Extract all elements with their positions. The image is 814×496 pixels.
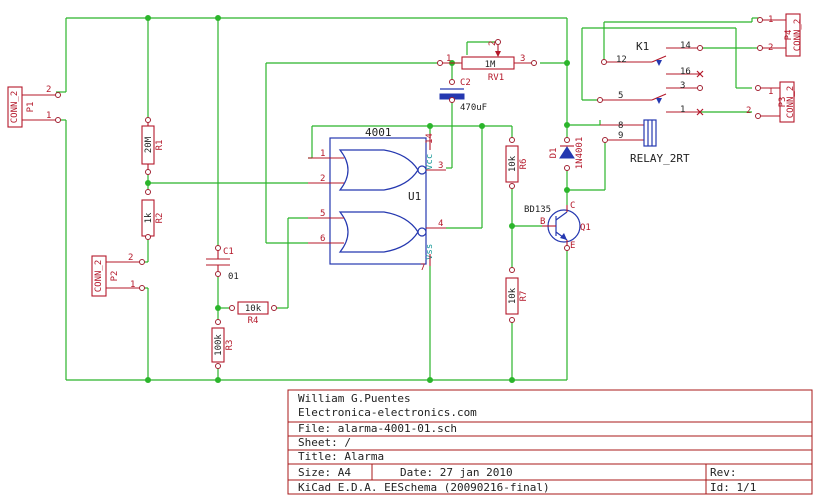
potentiometer-rv1-pin2: 2 [488, 41, 498, 46]
ic-u1-ref: U1 [408, 190, 421, 203]
diode-d1-value: 1N4001 [575, 137, 585, 170]
transistor-q1-c-label: C [570, 201, 575, 211]
relay-k1-pin5: 5 [618, 91, 623, 101]
connector-p4: P4 CONN_2 1 2 [757, 13, 803, 57]
transistor-q1-ref: Q1 [580, 223, 591, 233]
transistor-q1-e-label: E [570, 241, 575, 251]
connector-p4-pin2: 2 [768, 43, 773, 53]
potentiometer-rv1-pin1: 1 [446, 54, 451, 64]
connector-p3-pin2: 2 [746, 106, 751, 116]
title-block-date: Date: 27 jan 2010 [400, 466, 513, 479]
resistor-r3-ref: R3 [225, 340, 235, 351]
potentiometer-rv1-ref: RV1 [488, 73, 504, 83]
resistor-r3-value: 100k [214, 334, 224, 356]
capacitor-c2: C2 470uF [439, 78, 487, 113]
connector-p3-value: CONN_2 [786, 86, 796, 119]
title-block-title: Title: Alarma [298, 450, 384, 463]
ic-u1-pin4: 4 [438, 219, 443, 229]
ic-u1-vcc-label: Vcc [425, 154, 435, 170]
capacitor-c1-ref: C1 [223, 247, 234, 257]
title-block-software: KiCad E.D.A. EESchema (20090216-final) [298, 481, 550, 494]
ic-u1: 4001 U1 Vcc Vss 1 2 3 4 5 6 7 14 [308, 126, 446, 273]
resistor-r4: 10k R4 [229, 301, 277, 326]
ic-u1-vss-label: Vss [425, 244, 435, 260]
connector-p3-pin1: 1 [768, 87, 773, 97]
relay-k1-pin9: 9 [618, 131, 623, 141]
potentiometer-rv1-value: 1M [485, 60, 496, 70]
title-block-website: Electronica-electronics.com [298, 406, 477, 419]
title-block-size: Size: A4 [298, 466, 351, 479]
resistor-r1: 20M R1 [141, 117, 165, 175]
connector-p1-pin1: 1 [46, 111, 51, 121]
resistor-r7-value: 10k [508, 287, 518, 304]
relay-k1-pin1: 1 [680, 105, 685, 115]
ic-u1-pin14: 14 [425, 133, 435, 144]
connector-p4-pin1: 1 [768, 15, 773, 25]
transistor-q1-b-label: B [540, 217, 545, 227]
diode-d1: D1 1N4001 [549, 137, 585, 171]
connector-p3: P3 CONN_2 1 2 [746, 81, 796, 123]
transistor-q1-value: BD135 [524, 205, 551, 215]
resistor-r1-ref: R1 [155, 140, 165, 151]
title-block-sheet: Sheet: / [298, 436, 351, 449]
connector-p1-value: CONN_2 [10, 91, 20, 124]
junctions [145, 15, 570, 383]
ic-u1-part: 4001 [365, 126, 392, 139]
title-block-file: File: alarma-4001-01.sch [298, 422, 457, 435]
resistor-r6: 10k R6 [505, 137, 529, 189]
connector-p4-value: CONN_2 [793, 19, 803, 52]
wire-net [56, 17, 760, 381]
capacitor-c2-ref: C2 [460, 78, 471, 88]
resistor-r3: 100k R3 [211, 319, 235, 369]
resistor-r1-value: 20M [144, 136, 154, 153]
capacitor-c1: C1 01 [206, 245, 239, 282]
relay-k1-value: RELAY_2RT [630, 152, 690, 165]
capacitor-c1-value: 01 [228, 272, 239, 282]
connector-p2-ref: P2 [110, 271, 120, 282]
title-block-rev: Rev: [710, 466, 737, 479]
relay-k1: K1 12 14 16 3 5 1 8 9 RELAY_2 [597, 40, 704, 165]
ic-u1-pin7: 7 [420, 263, 425, 273]
connector-p1: CONN_2 P1 2 1 [7, 85, 61, 128]
ic-u1-pin1: 1 [320, 149, 325, 159]
connector-p1-pin2: 2 [46, 85, 51, 95]
connector-p2-pin1: 1 [130, 280, 135, 290]
connector-p2: CONN_2 P2 2 1 [91, 253, 145, 297]
ic-u1-pin3: 3 [438, 161, 443, 171]
connector-p4-ref: P4 [784, 30, 794, 41]
resistor-r2-value: 1k [144, 212, 154, 223]
capacitor-c2-value: 470uF [460, 103, 487, 113]
resistor-r7-ref: R7 [519, 291, 529, 302]
ic-u1-pin6: 6 [320, 234, 325, 244]
ic-u1-pin2: 2 [320, 174, 325, 184]
resistor-r4-ref: R4 [248, 316, 259, 326]
diode-d1-ref: D1 [549, 148, 559, 159]
connector-p2-value: CONN_2 [94, 260, 104, 293]
connector-p2-pin2: 2 [128, 253, 133, 263]
potentiometer-rv1-pin3: 3 [520, 54, 525, 64]
connector-p1-ref: P1 [26, 102, 36, 113]
ic-u1-pin5: 5 [320, 209, 325, 219]
transistor-q1: BD135 Q1 B C E [524, 201, 591, 251]
resistor-r4-value: 10k [245, 304, 262, 314]
title-block-author: William G.Puentes [298, 392, 411, 405]
relay-k1-pin3: 3 [680, 81, 685, 91]
relay-k1-pin8: 8 [618, 121, 623, 131]
title-block: William G.Puentes Electronica-electronic… [287, 389, 813, 495]
title-block-id: Id: 1/1 [710, 481, 756, 494]
relay-k1-pin16: 16 [680, 67, 691, 77]
resistor-r6-value: 10k [508, 155, 518, 172]
resistor-r2-ref: R2 [155, 213, 165, 224]
resistor-r2: 1k R2 [141, 189, 165, 240]
relay-k1-pin12: 12 [616, 55, 627, 65]
potentiometer-rv1: 1M RV1 1 2 3 [437, 39, 537, 83]
relay-k1-pin14: 14 [680, 41, 691, 51]
resistor-r7: 10k R7 [505, 267, 529, 323]
relay-k1-ref: K1 [636, 40, 649, 53]
connector-p3-ref: P3 [778, 97, 788, 108]
resistor-r6-ref: R6 [519, 159, 529, 170]
